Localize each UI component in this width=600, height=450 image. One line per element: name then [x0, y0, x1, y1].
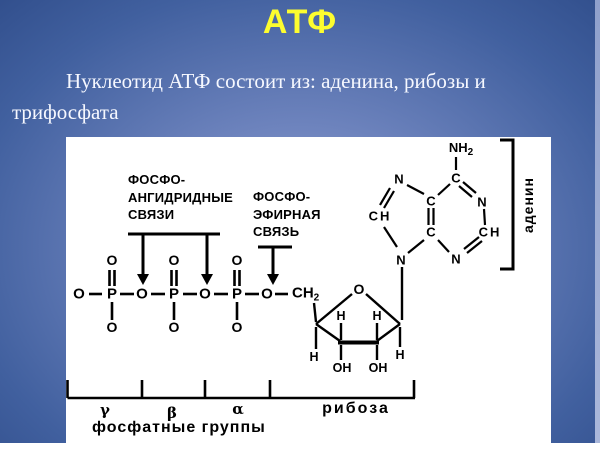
- atom-O-double: O: [231, 252, 243, 268]
- ester-label-line: ФОСФО-: [253, 189, 311, 204]
- subtitle-line-1: Нуклеотид АТФ состоит из: аденина, рибоз…: [66, 69, 486, 93]
- beta-label: β: [167, 404, 177, 422]
- adenine-N1: N: [477, 194, 487, 210]
- atom-CH2-text: CH: [292, 284, 314, 302]
- bottom-segments-bracket: [66, 380, 416, 400]
- adenine-C6: C: [451, 170, 461, 186]
- bond-lines-svg: [66, 138, 515, 400]
- adenine-N9: N: [396, 252, 406, 268]
- adenine-NH2: NH2: [449, 140, 473, 158]
- atom-CH2: CH2: [292, 285, 319, 304]
- adenine-NH2-subscript: 2: [467, 147, 474, 158]
- anhydride-label-line: АНГИДРИДНЫЕ: [128, 189, 234, 205]
- ester-label-line: ЭФИРНАЯ: [253, 206, 321, 222]
- anhydride-bracket-arrows: [128, 232, 220, 285]
- phosphate-double-bonds: [108, 270, 241, 286]
- atom-O-ester: O: [261, 285, 273, 303]
- atom-O-single: O: [231, 319, 243, 335]
- adenine-C4: C: [426, 224, 436, 240]
- subtitle: Нуклеотид АТФ состоит из: аденина, рибоз…: [12, 66, 537, 128]
- atom-P-gamma: P: [106, 285, 118, 303]
- atom-P-alpha: P: [231, 285, 243, 303]
- alpha-label: α: [232, 400, 244, 418]
- ribose-OH: OH: [332, 361, 352, 375]
- atom-O-single: O: [106, 319, 118, 335]
- ribose-ring-O: O: [353, 281, 365, 297]
- ester-bond-label: ФОСФО- ЭФИРНАЯ СВЯЗЬ: [253, 188, 321, 241]
- atom-O-double: O: [168, 252, 180, 268]
- ester-bracket-arrow: [258, 245, 292, 285]
- atom-CH2-subscript: 2: [313, 292, 320, 304]
- anhydride-label-line: СВЯЗИ: [128, 207, 175, 222]
- adenine-side-label: аденин: [520, 177, 536, 233]
- ribose-H: H: [372, 309, 382, 323]
- adenine-C5: C: [426, 193, 436, 209]
- atom-O-bridge: O: [199, 285, 211, 303]
- ribose-H: H: [309, 350, 319, 364]
- atom-O-double: O: [106, 252, 118, 268]
- gamma-label: γ: [100, 401, 110, 419]
- adenine-ring-bonds: [379, 157, 487, 254]
- adenine-C8H: CH: [368, 208, 392, 224]
- adenine-N3: N: [451, 251, 461, 267]
- ribose-H: H: [395, 348, 405, 362]
- ribose-ring-bonds: [312, 267, 404, 360]
- anhydride-bonds-label: ФОСФО- АНГИДРИДНЫЕ СВЯЗИ: [128, 171, 233, 224]
- phosphate-groups-label: фосфатные группы: [92, 419, 266, 436]
- adenine-NH2-text: NH: [448, 140, 468, 155]
- atp-structure-diagram: ФОСФО- АНГИДРИДНЫЕ СВЯЗИ ФОСФО- ЭФИРНАЯ …: [66, 137, 551, 450]
- subtitle-line-2: трифосфата: [12, 100, 119, 124]
- ribose-label: рибоза: [322, 400, 390, 417]
- ester-label-line: СВЯЗЬ: [253, 224, 300, 239]
- page-title: АТФ: [262, 3, 338, 41]
- ribose-OH: OH: [368, 361, 388, 375]
- atom-O: O: [73, 285, 85, 303]
- adenine-bracket: [500, 138, 515, 271]
- atom-O-bridge: O: [136, 285, 148, 303]
- atom-P-beta: P: [168, 285, 180, 303]
- anhydride-label-line: ФОСФО-: [128, 172, 186, 187]
- slide-right-edge: [595, 0, 600, 443]
- adenine-N7: N: [394, 171, 404, 187]
- atom-O-single: O: [168, 319, 180, 335]
- phosphate-single-bonds-down: [110, 302, 239, 320]
- ribose-H: H: [336, 309, 346, 323]
- adenine-C2H: CH: [478, 224, 502, 240]
